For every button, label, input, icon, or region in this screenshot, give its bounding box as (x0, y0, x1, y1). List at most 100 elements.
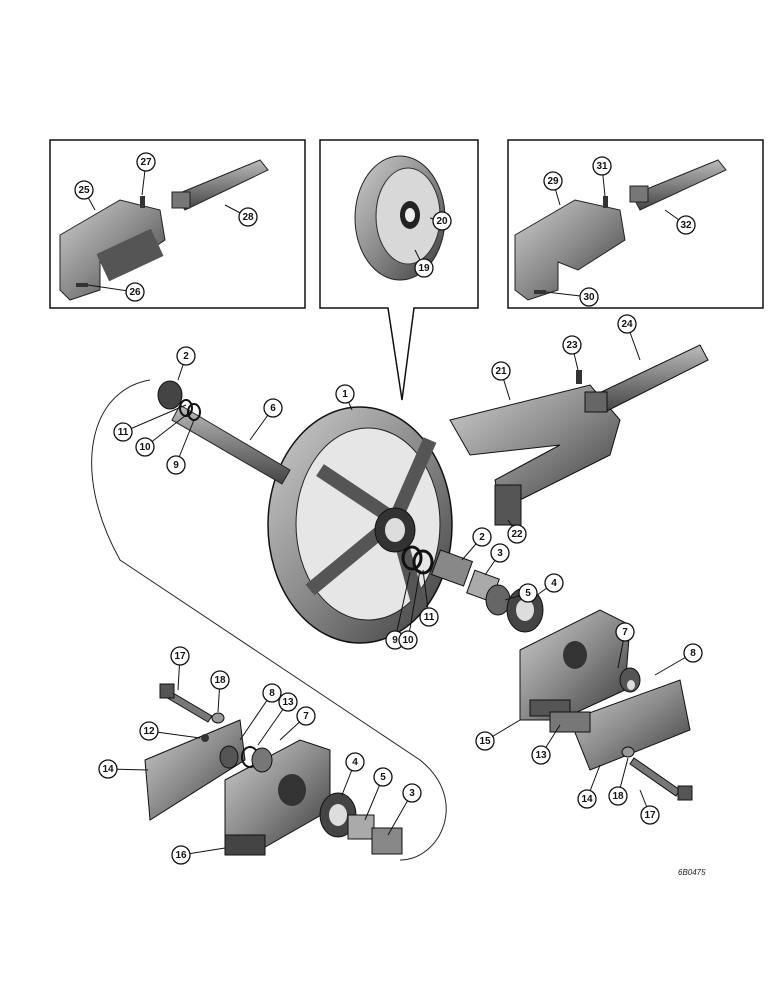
callout-25: 25 (74, 180, 96, 211)
callout-circle (278, 692, 298, 712)
callout-circle (166, 455, 186, 475)
callout-4: 4 (341, 752, 365, 796)
inset-box-center (319, 139, 479, 401)
callout-19: 19 (414, 249, 434, 278)
callout-circle (676, 215, 696, 235)
pin-30 (534, 290, 546, 294)
callout-3: 3 (387, 783, 422, 836)
callout-label: 4 (352, 757, 358, 768)
callout-label: 13 (282, 697, 294, 708)
nut-7-right (627, 680, 635, 690)
callout-13: 13 (257, 692, 298, 746)
callout-32: 32 (664, 209, 696, 235)
pin-27 (140, 196, 145, 208)
callout-label: 11 (424, 612, 435, 623)
yoke-29 (514, 199, 626, 301)
callout-15: 15 (475, 719, 521, 751)
pin-23 (576, 370, 582, 384)
callout-label: 17 (644, 810, 656, 821)
callout-8: 8 (239, 683, 282, 741)
callout-label: 31 (596, 161, 608, 172)
callout-10: 10 (135, 411, 191, 457)
callout-20: 20 (429, 211, 452, 231)
callout-label: 14 (581, 794, 593, 805)
callout-17: 17 (639, 789, 660, 825)
callout-label: 29 (547, 176, 559, 187)
callout-label: 25 (78, 185, 90, 196)
nut-8-left (219, 745, 239, 769)
callout-label: 6 (270, 403, 276, 414)
callout-label: 15 (479, 736, 491, 747)
wheel-19-20 (354, 155, 446, 281)
callout-circle (170, 646, 190, 666)
callout-label: 10 (139, 442, 151, 453)
callout-circle (608, 786, 628, 806)
callout-circle (210, 670, 230, 690)
callout-circle (683, 643, 703, 663)
callout-2: 2 (176, 346, 196, 381)
callout-circle (491, 361, 511, 381)
callout-14: 14 (98, 759, 149, 779)
callout-label: 27 (140, 157, 152, 168)
callout-1: 1 (335, 384, 355, 411)
callout-label: 7 (622, 627, 628, 638)
callout-circle (335, 384, 355, 404)
callout-circle (171, 845, 191, 865)
callout-circle (263, 398, 283, 418)
callout-5: 5 (364, 767, 393, 821)
callout-7: 7 (615, 622, 635, 669)
callout-17: 17 (170, 646, 190, 691)
callout-30: 30 (545, 287, 599, 307)
callout-26: 26 (87, 282, 145, 302)
callout-label: 3 (409, 788, 415, 799)
callout-9: 9 (166, 419, 195, 475)
callout-label: 8 (690, 648, 696, 659)
callout-circle (432, 211, 452, 231)
callout-circle (531, 745, 551, 765)
callout-leader-line (122, 404, 187, 433)
callout-circle (296, 706, 316, 726)
callout-label: 2 (183, 351, 189, 362)
callout-label: 23 (566, 340, 578, 351)
reference-code: 6B0475 (678, 868, 706, 877)
callout-circle (543, 171, 563, 191)
washer-18-left (211, 712, 225, 724)
callout-8: 8 (654, 643, 703, 676)
callout-13: 13 (531, 724, 561, 765)
callout-18: 18 (608, 757, 629, 806)
bolt-17-left (159, 683, 213, 723)
callout-28: 28 (224, 204, 258, 227)
callout-label: 32 (680, 220, 692, 231)
callout-label: 28 (242, 212, 254, 223)
callout-circle (615, 622, 635, 642)
yoke-21 (449, 384, 621, 526)
callout-circle (402, 783, 422, 803)
callout-label: 21 (495, 366, 507, 377)
callout-circle (640, 805, 660, 825)
callout-label: 7 (303, 711, 309, 722)
callout-4: 4 (529, 573, 564, 601)
callout-label: 5 (380, 772, 386, 783)
callout-11: 11 (113, 404, 187, 442)
callout-circle (562, 335, 582, 355)
callout-11: 11 (419, 569, 439, 627)
callout-circle (544, 573, 564, 593)
callout-circle (518, 583, 538, 603)
callout-7: 7 (279, 706, 316, 741)
callout-29: 29 (543, 171, 563, 206)
shaft-28 (171, 159, 269, 211)
bearing-stack-left (319, 792, 403, 855)
bolt-17-right (629, 757, 693, 801)
inset-box-right (507, 139, 764, 309)
callout-10: 10 (398, 569, 421, 650)
callout-circle (419, 607, 439, 627)
callout-2: 2 (461, 527, 492, 561)
callout-circle (136, 152, 156, 172)
pin-31 (603, 196, 608, 208)
callout-circle (74, 180, 94, 200)
callout-label: 17 (174, 651, 186, 662)
callout-circle (507, 524, 527, 544)
callout-label: 30 (583, 292, 595, 303)
plate-14-right (569, 679, 691, 771)
callout-circle (125, 282, 145, 302)
